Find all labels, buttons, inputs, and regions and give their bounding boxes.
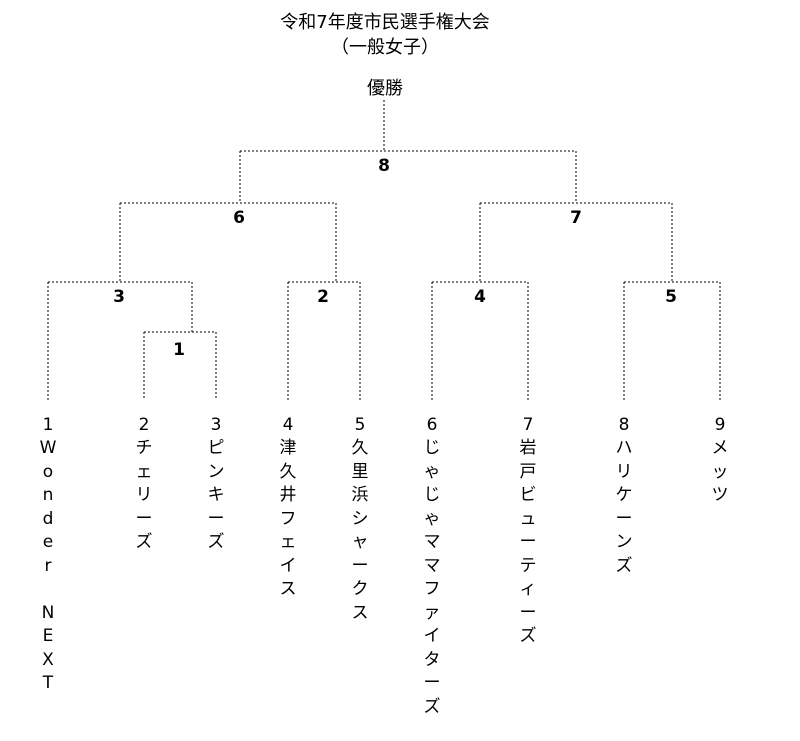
match-number-first-round: 1 [173,340,185,360]
team-name: 久里浜シャークス [351,438,369,623]
team-number: 7 [522,415,534,435]
team-name: メッツ [711,438,729,505]
match-number-semifinal-left: 6 [233,208,245,228]
tournament-subtitle: （一般女子） [331,37,439,58]
match-number-quarterfinal: 4 [474,287,486,307]
team-entry: 8 ハリケーンズ [612,413,636,578]
team-name: ハリケーンズ [615,438,633,576]
team-name: 津久井フェイス [279,438,297,599]
match-number-quarterfinal: 3 [113,287,125,307]
team-number: 8 [618,415,630,435]
match-number-quarterfinal: 5 [665,287,677,307]
team-entry: 9 メッツ [708,413,732,508]
team-number: 5 [354,415,366,435]
match-number-semifinal-right: 7 [570,208,582,228]
team-entry: 2 チェリーズ [132,413,156,555]
team-number: 1 [42,415,54,435]
team-entry: 7 岩戸ビューティーズ [516,413,540,649]
tournament-title: 令和7年度市民選手権大会 [280,12,490,33]
team-number: 9 [714,415,726,435]
team-entry: 4 津久井フェイス [276,413,300,602]
team-entry: 5 久里浜シャークス [348,413,372,625]
team-name: 岩戸ビューティーズ [519,438,537,646]
team-entry: 6 じゃじゃママファイターズ [420,413,444,719]
match-number-quarterfinal: 2 [317,287,329,307]
team-name: ピンキーズ [207,438,225,552]
team-number: 2 [138,415,150,435]
team-name: じゃじゃママファイターズ [423,438,441,717]
team-number: 4 [282,415,294,435]
match-number-final: 8 [378,156,390,176]
team-number: 6 [426,415,438,435]
team-name: チェリーズ [135,438,153,552]
team-entry: 3 ピンキーズ [204,413,228,555]
team-number: 3 [210,415,222,435]
champion-label: 優勝 [367,78,403,99]
